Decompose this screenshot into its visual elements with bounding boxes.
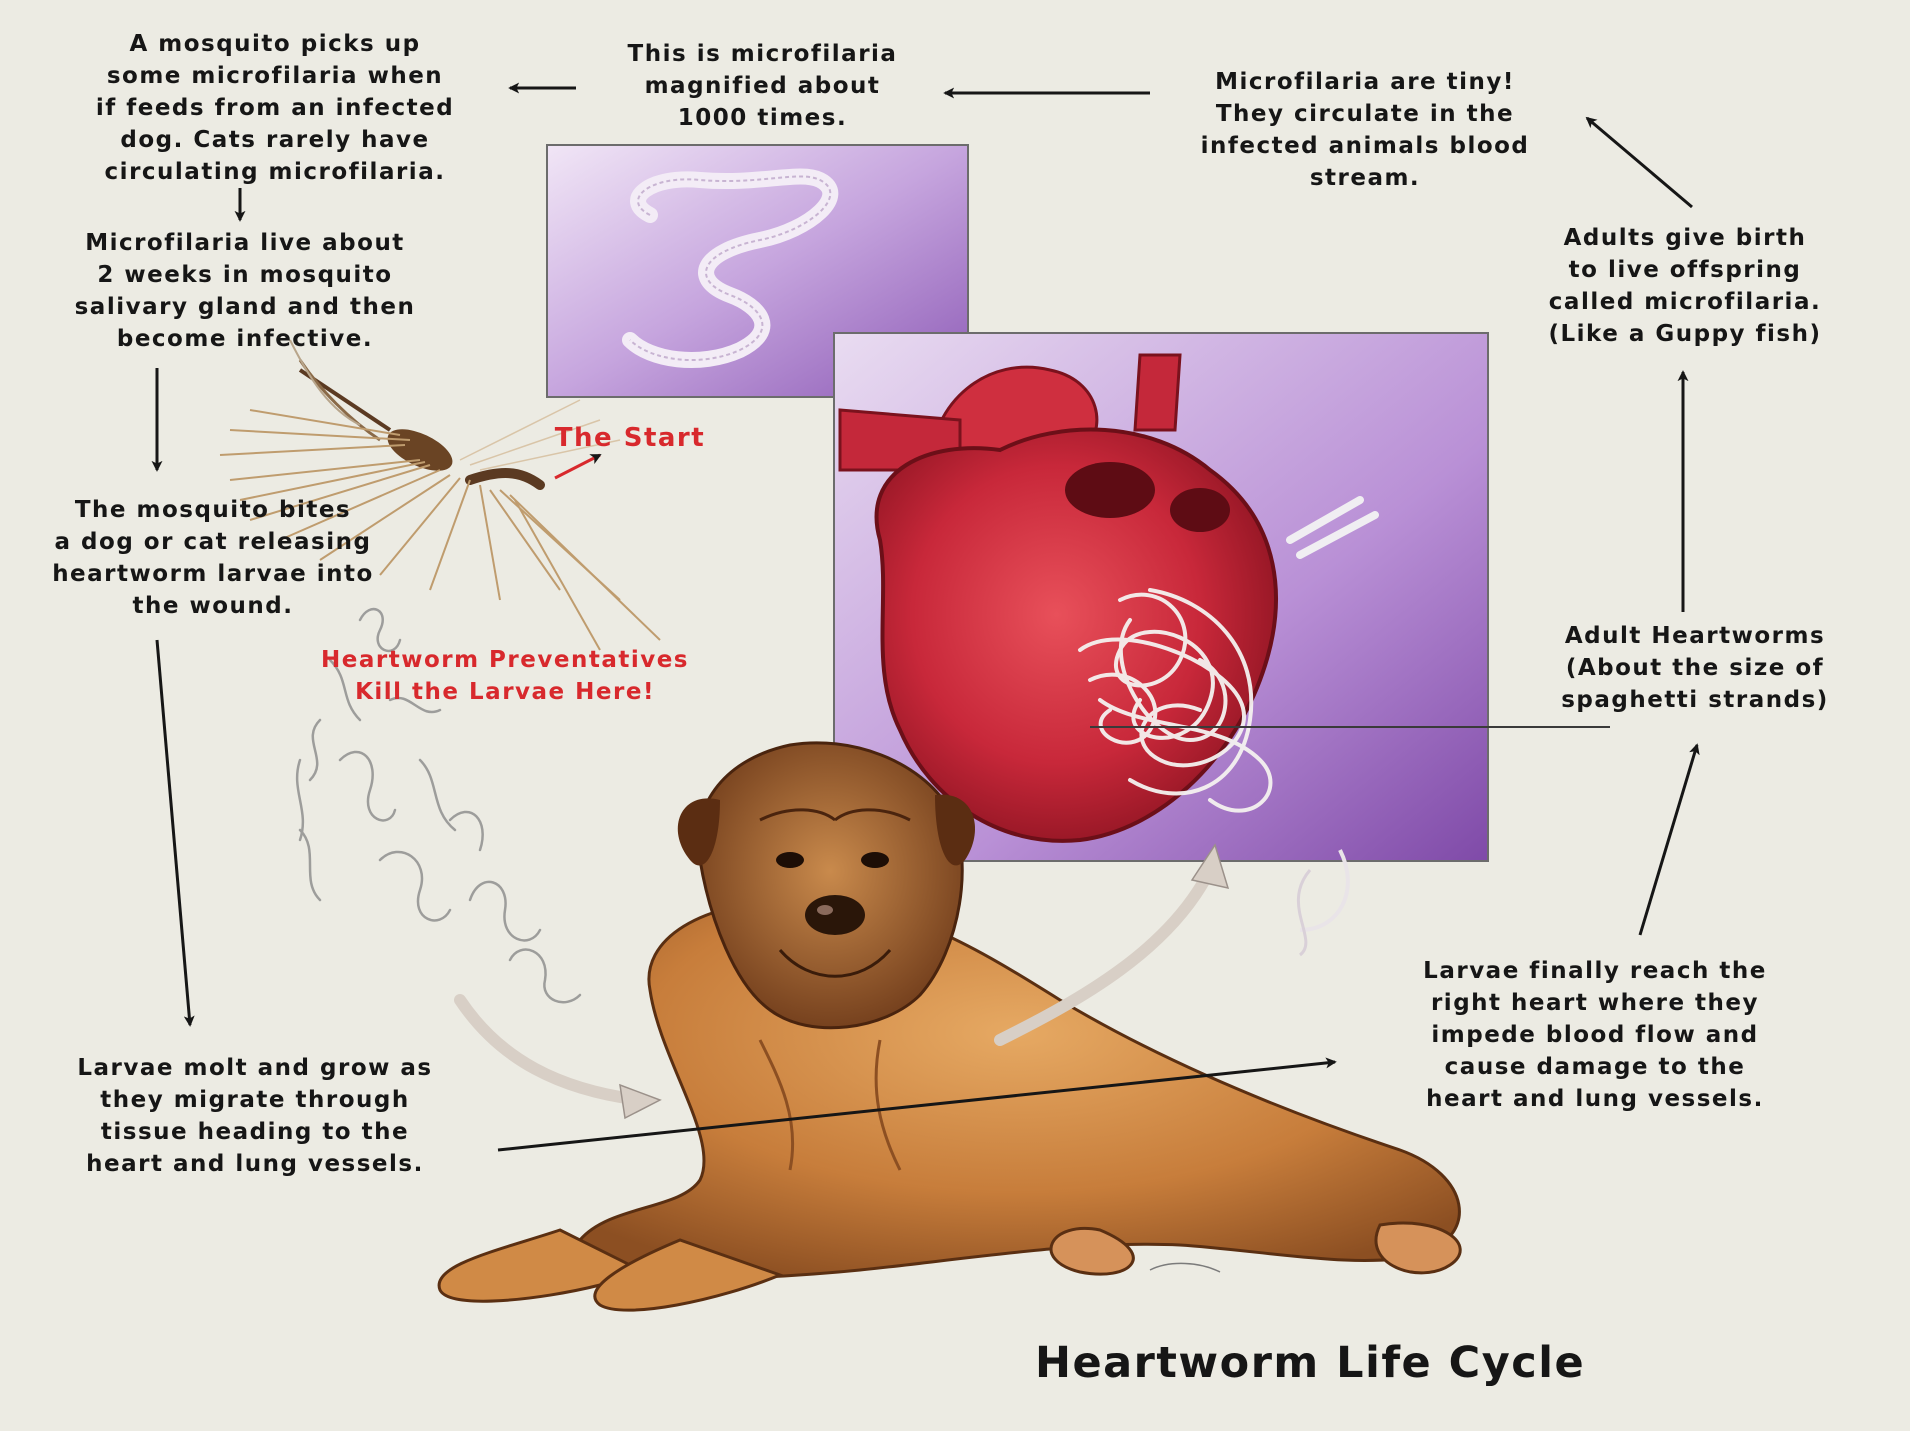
- note-heartworm-preventatives: Heartworm Preventatives Kill the Larvae …: [270, 644, 740, 708]
- note-mosquito-salivary-gland: Microfilaria live about 2 weeks in mosqu…: [10, 227, 480, 355]
- diagram-title: Heartworm Life Cycle: [1035, 1338, 1585, 1388]
- note-mosquito-picks-up: A mosquito picks up some microfilaria wh…: [45, 28, 505, 188]
- note-larvae-molt: Larvae molt and grow as they migrate thr…: [20, 1052, 490, 1180]
- note-larvae-reach-heart: Larvae finally reach the right heart whe…: [1370, 955, 1820, 1115]
- arrow-heart-to-adults: [1640, 745, 1697, 935]
- arrow-birth-to-tiny: [1587, 118, 1692, 207]
- note-adults-give-birth: Adults give birth to live offspring call…: [1495, 222, 1875, 350]
- note-magnified-microfilaria: This is microfilaria magnified about 100…: [565, 38, 960, 134]
- note-adult-heartworms: Adult Heartworms (About the size of spag…: [1500, 620, 1890, 716]
- note-mosquito-bites: The mosquito bites a dog or cat releasin…: [8, 494, 418, 622]
- note-microfilaria-tiny: Microfilaria are tiny! They circulate in…: [1150, 66, 1580, 194]
- arrow-bite-to-molt: [157, 640, 190, 1025]
- label-the-start: The Start: [510, 422, 750, 454]
